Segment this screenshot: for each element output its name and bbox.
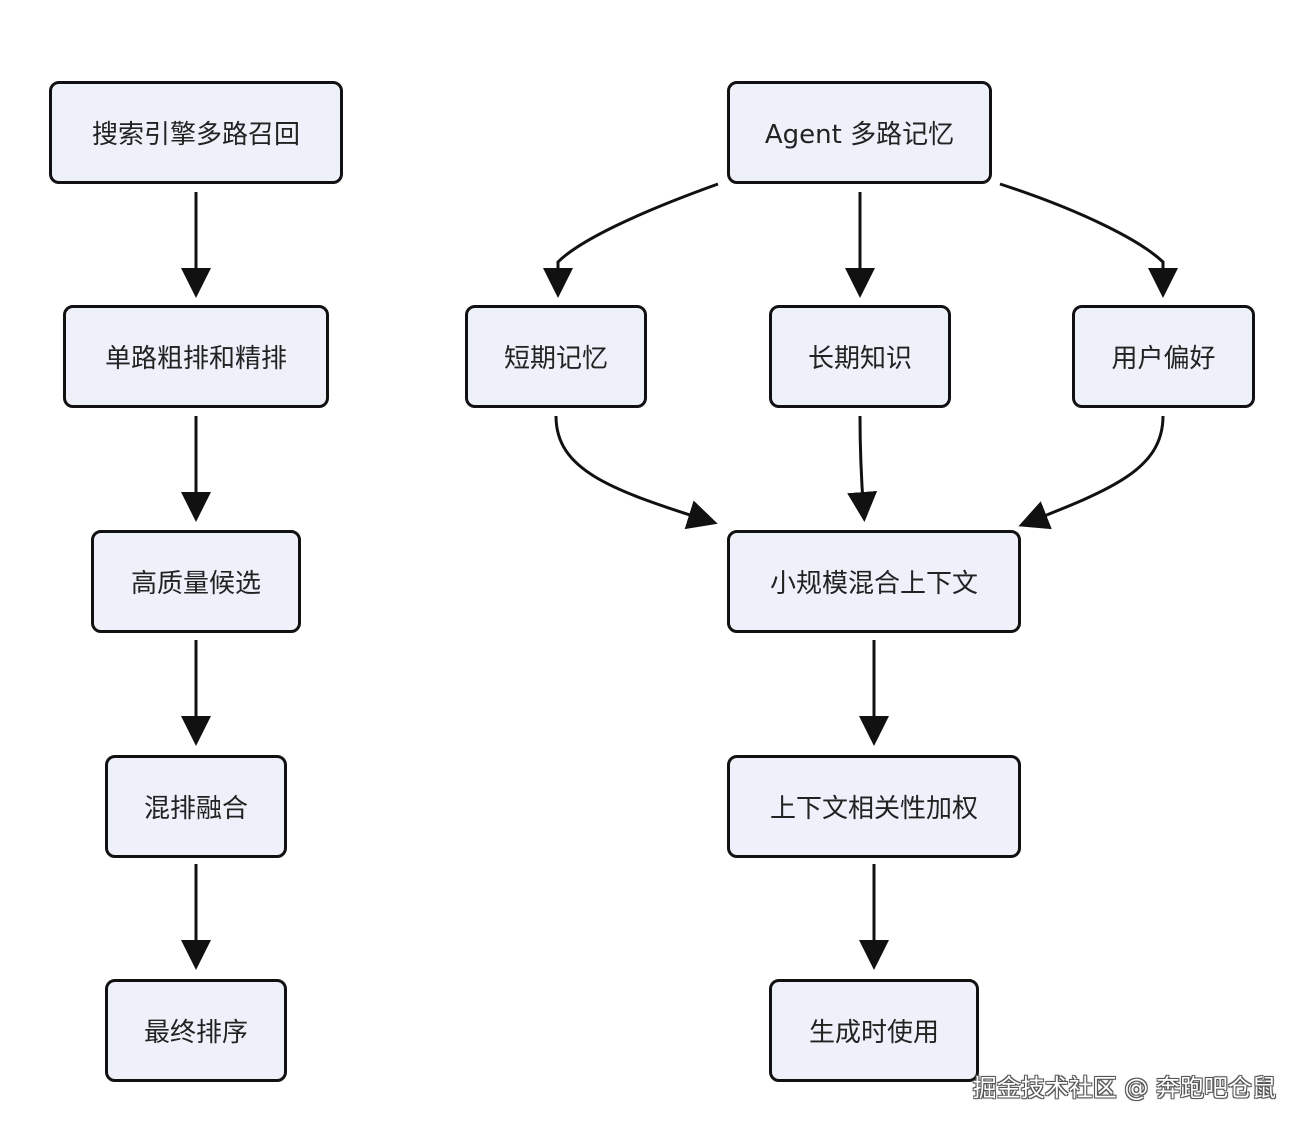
node-blend-label: 混排融合 bbox=[143, 794, 248, 824]
node-agent-memory: Agent 多路记忆 bbox=[727, 81, 992, 184]
node-single-rank: 单路粗排和精排 bbox=[63, 305, 329, 408]
node-mixed-context-label: 小规模混合上下文 bbox=[769, 569, 978, 599]
node-single-rank-label: 单路粗排和精排 bbox=[104, 344, 287, 374]
node-short-term: 短期记忆 bbox=[465, 305, 647, 408]
node-candidates-label: 高质量候选 bbox=[130, 569, 261, 599]
edge-root-short-term bbox=[543, 182, 719, 298]
edge-long-term-mix bbox=[847, 415, 878, 522]
edge-short-term-mix bbox=[554, 415, 718, 530]
node-multi-recall-label: 搜索引擎多路召回 bbox=[91, 120, 300, 150]
node-long-term-label: 长期知识 bbox=[807, 344, 912, 374]
node-short-term-label: 短期记忆 bbox=[503, 344, 608, 374]
node-blend: 混排融合 bbox=[105, 755, 287, 858]
node-preference-label: 用户偏好 bbox=[1111, 344, 1216, 374]
node-relevance-weight-label: 上下文相关性加权 bbox=[769, 794, 978, 824]
node-final-rank-label: 最终排序 bbox=[143, 1018, 248, 1048]
edge-root-preference bbox=[999, 182, 1178, 298]
node-generation-use: 生成时使用 bbox=[769, 979, 979, 1082]
node-multi-recall: 搜索引擎多路召回 bbox=[49, 81, 343, 184]
node-mixed-context: 小规模混合上下文 bbox=[727, 530, 1021, 633]
watermark-text: 掘金技术社区 @ 奔跑吧仓鼠 bbox=[972, 1074, 1276, 1102]
node-agent-memory-label: Agent 多路记忆 bbox=[764, 120, 955, 150]
node-final-rank: 最终排序 bbox=[105, 979, 287, 1082]
node-generation-use-label: 生成时使用 bbox=[808, 1018, 939, 1048]
node-preference: 用户偏好 bbox=[1072, 305, 1255, 408]
node-relevance-weight: 上下文相关性加权 bbox=[727, 755, 1021, 858]
node-candidates: 高质量候选 bbox=[91, 530, 301, 633]
edge-preference-mix bbox=[1018, 415, 1165, 530]
node-long-term: 长期知识 bbox=[769, 305, 951, 408]
